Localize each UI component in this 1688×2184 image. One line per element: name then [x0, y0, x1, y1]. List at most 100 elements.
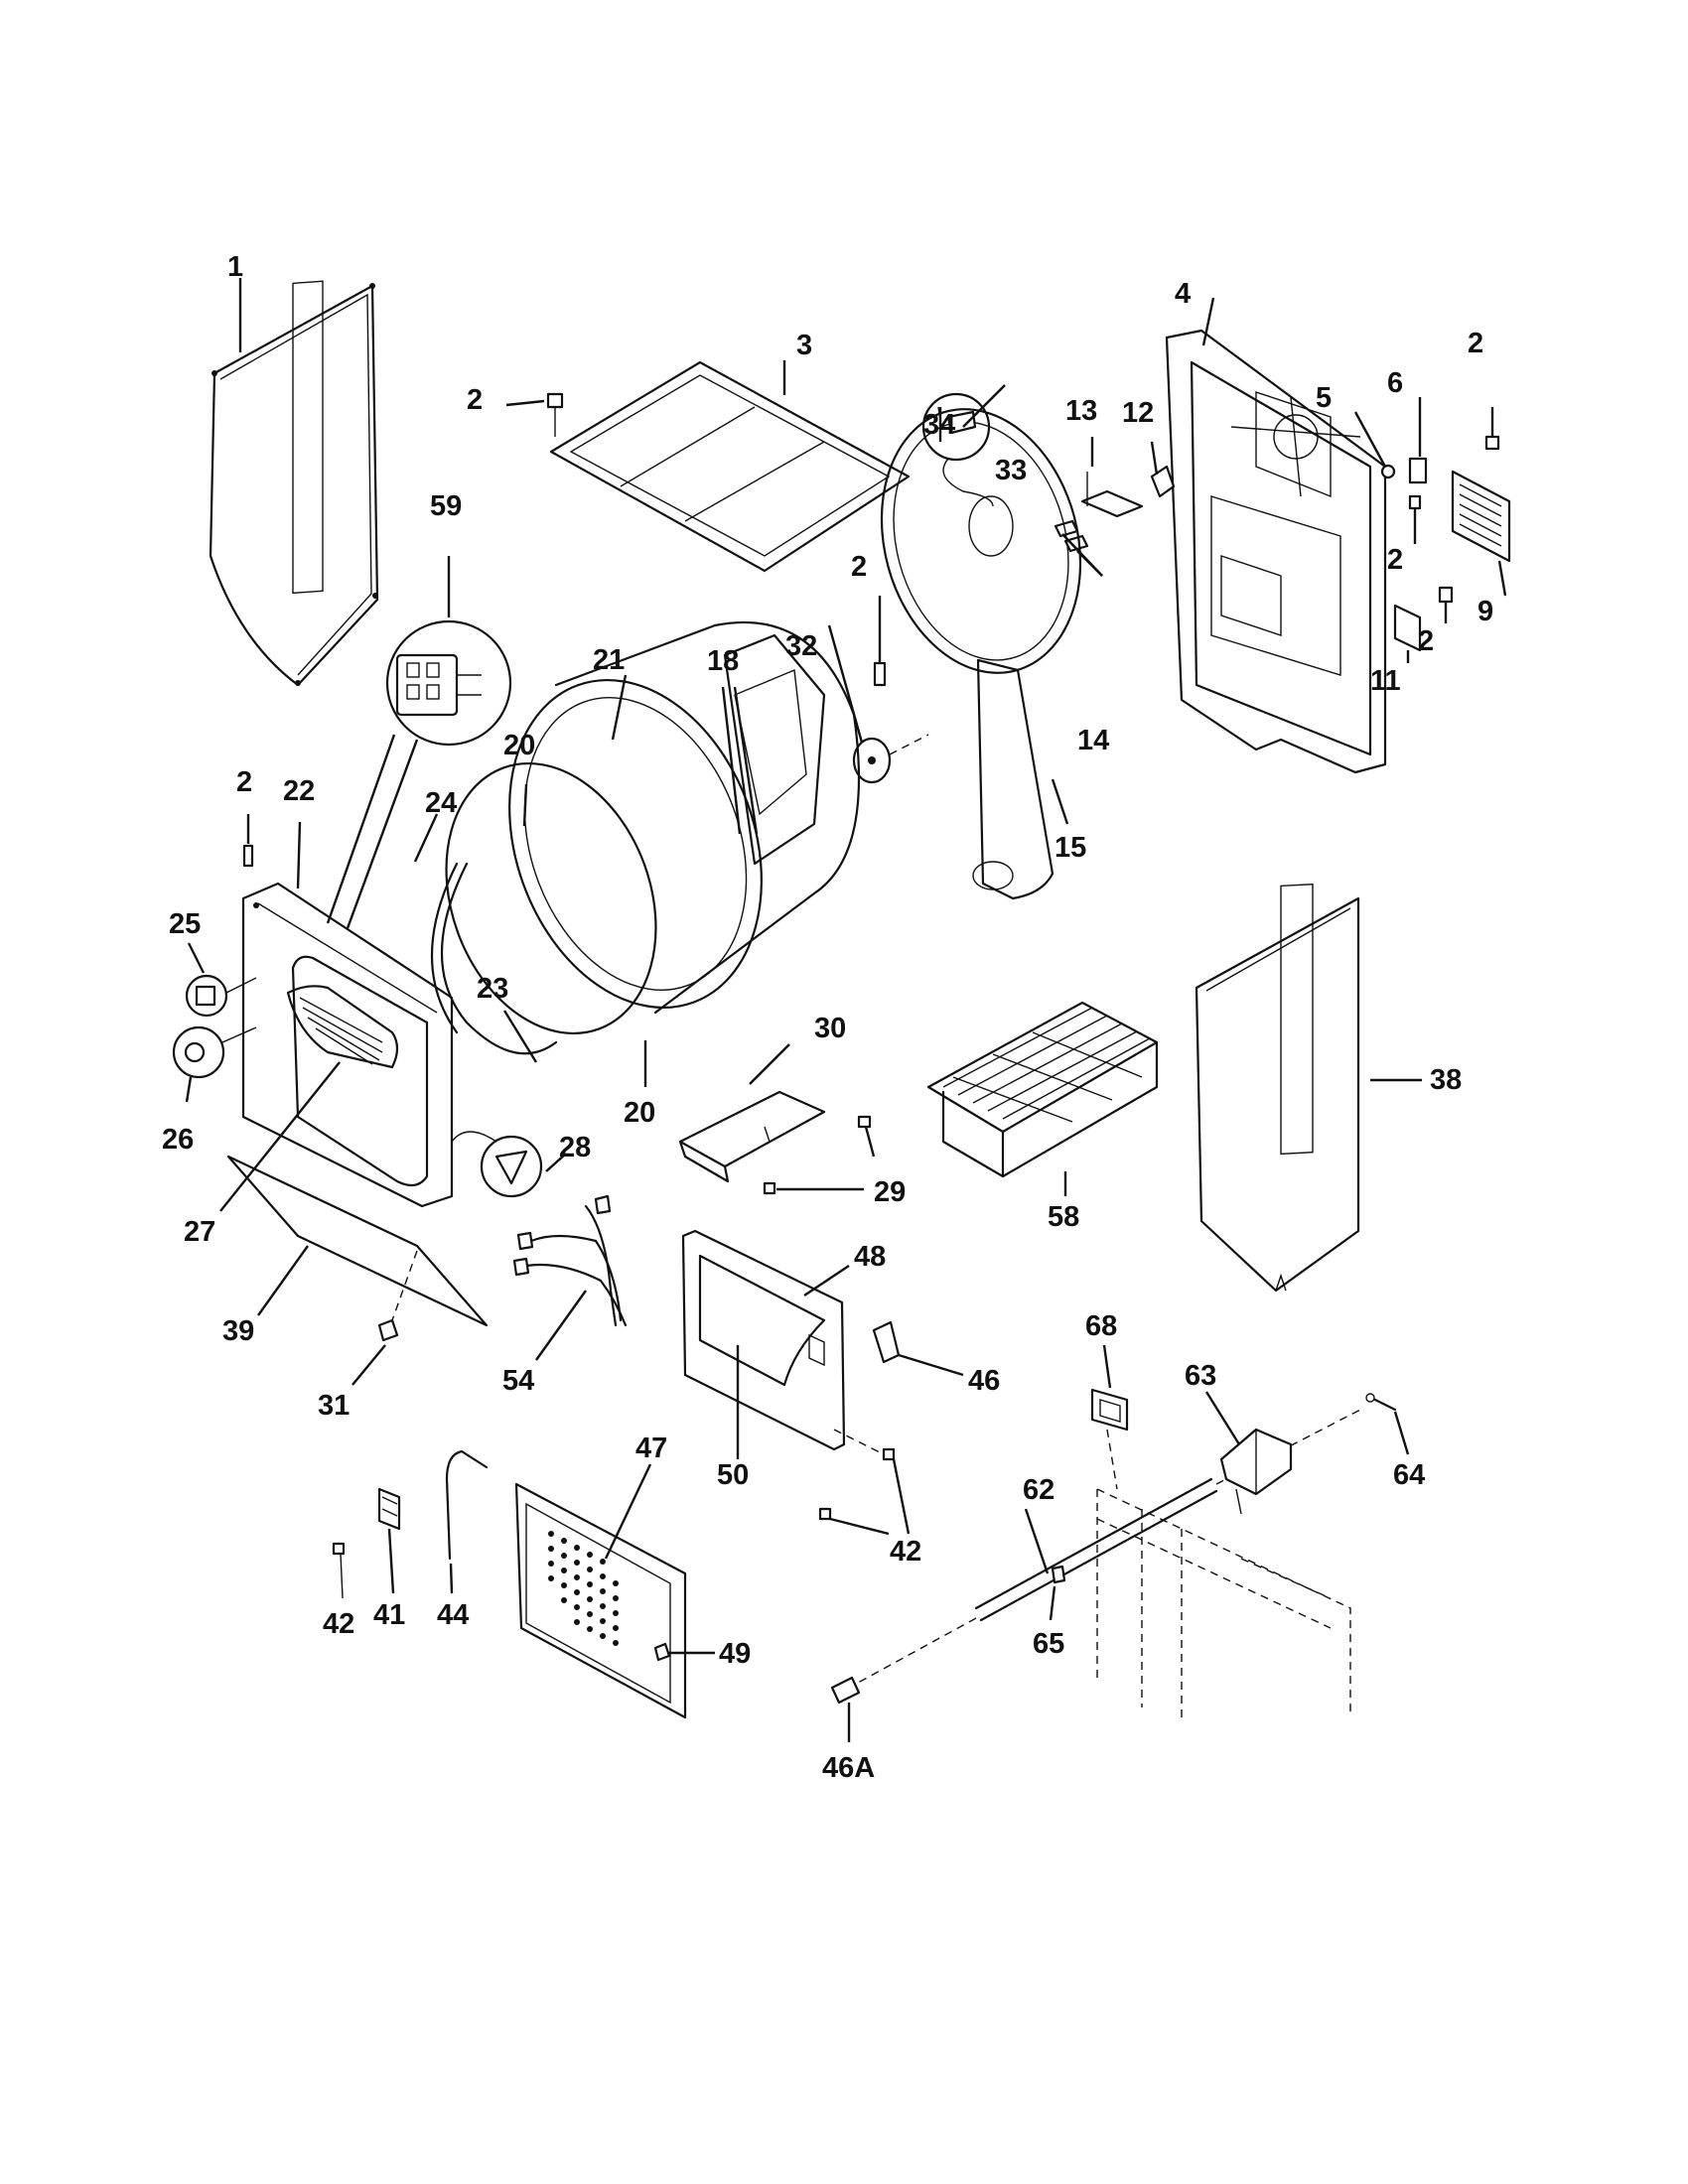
- part-47-kick-panel: [514, 1482, 687, 1719]
- leader-59-b: [346, 739, 419, 929]
- leader-21: [611, 674, 628, 741]
- part-6-bracket: [1408, 457, 1428, 484]
- callout-42-hinge: 42: [323, 1608, 354, 1640]
- callout-11: 11: [1370, 665, 1401, 697]
- part-63-leveler: [1219, 1428, 1293, 1515]
- part-11-plate: [1393, 604, 1422, 652]
- part-64-pin: [1365, 1393, 1397, 1412]
- leader-59-a: [326, 734, 396, 924]
- callout-27: 27: [184, 1216, 215, 1248]
- callout-2-right-a: 2: [1387, 544, 1403, 576]
- part-4-rear-panel: [1165, 329, 1387, 774]
- leader-47: [604, 1463, 652, 1560]
- part-38-right-side-panel: [1195, 883, 1360, 1293]
- part-20-felt-seal: [445, 761, 657, 1035]
- callout-24: 24: [425, 787, 457, 819]
- leader-9: [1497, 560, 1507, 597]
- screw-2-right-b: [1484, 407, 1500, 451]
- leader-22: [296, 821, 302, 889]
- screw-2-right-c: [1438, 586, 1454, 623]
- callout-2-right-c: 2: [1418, 625, 1434, 657]
- callout-20-top: 20: [503, 730, 535, 761]
- leader-48: [803, 1265, 850, 1297]
- callout-2-front: 2: [236, 766, 252, 798]
- part-30-bracket: [678, 1090, 826, 1183]
- leader-25: [187, 942, 206, 974]
- part-9-vent-grille: [1451, 470, 1511, 563]
- part-29-screws: [763, 1115, 876, 1195]
- leader-26: [185, 1076, 193, 1103]
- screw-2-right-a: [1408, 494, 1422, 544]
- callout-6: 6: [1387, 367, 1403, 399]
- part-5-grommet: [1380, 464, 1396, 479]
- part-31-screw: [377, 1318, 399, 1342]
- part-62-rod: [848, 1409, 1361, 1689]
- part-28-door-catch: [451, 1131, 543, 1198]
- callout-3: 3: [796, 330, 812, 361]
- part-46A-block: [830, 1676, 861, 1705]
- leader-28: [545, 1153, 567, 1172]
- leader-44: [449, 1563, 454, 1594]
- part-59-switch-detail: [385, 556, 512, 747]
- callout-65: 65: [1033, 1628, 1064, 1660]
- callout-58: 58: [1048, 1201, 1079, 1233]
- callout-68: 68: [1085, 1310, 1117, 1342]
- leader-20-top: [522, 783, 528, 827]
- callout-59: 59: [430, 490, 462, 522]
- callout-23: 23: [477, 973, 508, 1005]
- callout-63: 63: [1185, 1360, 1216, 1392]
- screw-42-hinge: [332, 1542, 346, 1599]
- callout-46A: 46A: [822, 1752, 875, 1784]
- screw-2-bulkhead: [873, 596, 887, 687]
- callout-41: 41: [373, 1599, 405, 1631]
- leader-30: [749, 1043, 790, 1085]
- base-frame: [1096, 1488, 1351, 1717]
- leader-18: [721, 686, 759, 835]
- callout-2-bulkhead: 2: [851, 551, 867, 583]
- part-49-clip: [653, 1642, 671, 1662]
- leader-54: [535, 1290, 587, 1361]
- callout-64: 64: [1393, 1459, 1425, 1491]
- part-65-screw: [1051, 1565, 1066, 1584]
- callout-2-right-b: 2: [1468, 328, 1483, 359]
- part-68-label: [1090, 1388, 1129, 1490]
- callout-39: 39: [222, 1315, 254, 1347]
- callout-62: 62: [1023, 1474, 1055, 1506]
- leader-23: [502, 1010, 538, 1063]
- callout-18: 18: [707, 645, 739, 677]
- part-13-bracket: [1080, 472, 1144, 518]
- part-48-access-panel: [681, 1229, 846, 1451]
- callout-1: 1: [227, 251, 243, 283]
- callout-26: 26: [162, 1124, 194, 1156]
- part-46-clip: [872, 1320, 901, 1364]
- screw-2-front: [242, 814, 254, 868]
- callout-4: 4: [1175, 278, 1191, 310]
- callout-29: 29: [874, 1176, 906, 1208]
- callout-28: 28: [559, 1132, 591, 1163]
- leader-62: [1024, 1508, 1050, 1574]
- callout-50: 50: [717, 1459, 749, 1491]
- leader-33: [962, 384, 1006, 428]
- callout-31: 31: [318, 1390, 350, 1422]
- part-3-top-panel: [549, 360, 911, 573]
- callout-48: 48: [854, 1241, 886, 1273]
- screw-2-top: [505, 392, 564, 437]
- part-41-hinge: [377, 1487, 401, 1531]
- callout-54: 54: [502, 1365, 534, 1397]
- leader-46: [898, 1353, 964, 1377]
- callout-30: 30: [814, 1013, 846, 1044]
- callout-2-top: 2: [467, 384, 483, 416]
- callout-44: 44: [437, 1599, 469, 1631]
- part-26-lamp: [172, 1025, 257, 1079]
- leader-5: [1353, 411, 1387, 468]
- callout-5: 5: [1316, 382, 1332, 414]
- screws-42-panel: [818, 1429, 911, 1536]
- leader-68: [1102, 1344, 1112, 1389]
- leader-24: [413, 813, 439, 863]
- part-33-34-detail-circle: [921, 392, 994, 507]
- part-24-glide-ring: [430, 862, 558, 1055]
- callout-42-panel: 42: [890, 1536, 921, 1568]
- leader-65: [1049, 1585, 1056, 1621]
- callout-9: 9: [1477, 596, 1493, 627]
